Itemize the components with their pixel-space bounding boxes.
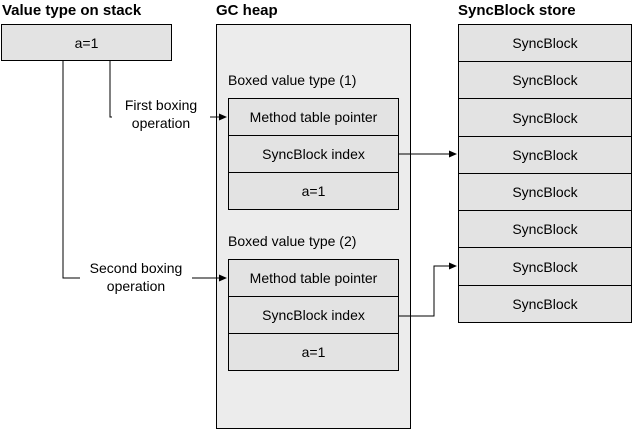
syncblock-store-heading: SyncBlock store (458, 2, 576, 19)
second-boxing-label-line-1: Second boxing (89, 260, 183, 276)
stack-value-box: a=1 (1, 24, 172, 61)
stack-heading: Value type on stack (2, 2, 142, 19)
first-boxing-label-line-1: First boxing (124, 97, 198, 113)
boxed-2-title: Boxed value type (2) (228, 233, 357, 249)
syncblock-entry: SyncBlock (458, 247, 632, 286)
first-boxing-label-line-2: operation (131, 115, 191, 131)
second-boxing-label: Second boxing operation (80, 259, 192, 295)
heap-heading: GC heap (216, 2, 278, 19)
syncblock-entry: SyncBlock (458, 173, 632, 211)
first-boxing-label: First boxing operation (112, 96, 210, 132)
second-boxing-label-line-2: operation (106, 278, 166, 294)
boxed-2-value: a=1 (228, 333, 399, 371)
boxed-1-title: Boxed value type (1) (228, 72, 357, 88)
syncblock-entry: SyncBlock (458, 24, 632, 62)
boxed-1-value: a=1 (228, 172, 399, 210)
syncblock-entry: SyncBlock (458, 210, 632, 248)
syncblock-entry: SyncBlock (458, 61, 632, 99)
boxed-2-syncblock-index: SyncBlock index (228, 296, 399, 334)
syncblock-entry: SyncBlock (458, 285, 632, 323)
boxed-1-syncblock-index: SyncBlock index (228, 135, 399, 173)
second-boxing-arrow (62, 61, 227, 282)
syncblock-entry: SyncBlock (458, 136, 632, 174)
boxed-2-method-table-pointer: Method table pointer (228, 259, 399, 297)
boxed-1-method-table-pointer: Method table pointer (228, 98, 399, 136)
syncblock-entry: SyncBlock (458, 98, 632, 137)
